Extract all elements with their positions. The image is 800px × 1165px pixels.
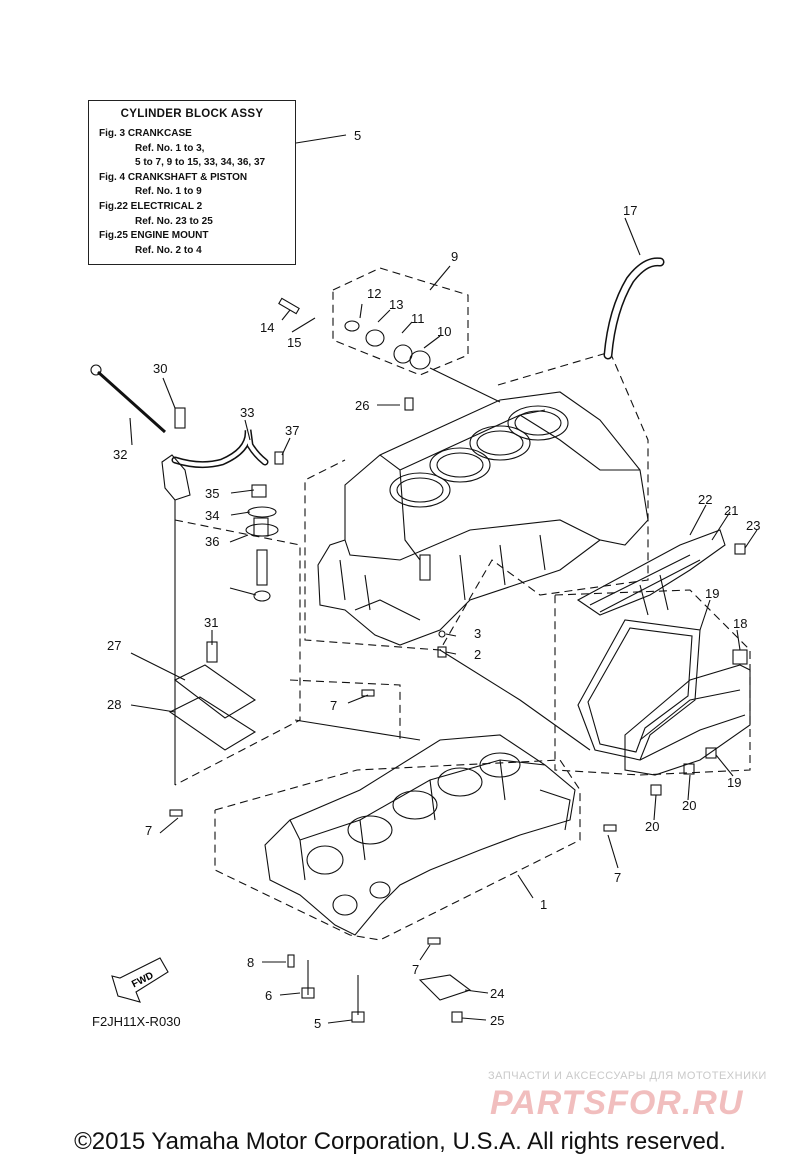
callout-21: 21 <box>724 503 738 518</box>
callout-18: 19 <box>705 586 719 601</box>
callout-4: 5 <box>354 128 361 143</box>
watermark-logo: PARTSFOR.RU <box>490 1084 744 1122</box>
callout-19b: 20 <box>682 798 696 813</box>
watermark-tagline: ЗАПЧАСТИ И АКСЕССУАРЫ ДЛЯ МОТОТЕХНИКИ <box>488 1070 767 1082</box>
copyright-notice: ©2015 Yamaha Motor Corporation, U.S.A. A… <box>74 1128 726 1155</box>
callout-16: 17 <box>623 203 637 218</box>
callout-33: 34 <box>205 508 219 523</box>
legend-line: Ref. No. 2 to 4 <box>135 244 202 256</box>
callout-3: 3 <box>474 626 481 641</box>
callout-13: 13 <box>389 297 403 312</box>
callout-6: 6 <box>265 988 272 1003</box>
diagram-reference-code: F2JH11X-R030 <box>92 1014 181 1029</box>
callout-7d: 7 <box>412 962 419 977</box>
callout-26: 26 <box>355 398 369 413</box>
callout-30: 31 <box>204 615 218 630</box>
callout-27: 27 <box>107 638 121 653</box>
legend-line: Fig. 3 CRANKCASE <box>99 128 192 139</box>
assembly-legend-box: CYLINDER BLOCK ASSY Fig. 3 CRANKCASE Ref… <box>88 100 296 265</box>
callout-29: 30 <box>153 361 167 376</box>
callout-7c: 7 <box>614 870 621 885</box>
callout-9: 9 <box>451 249 458 264</box>
callout-23: 23 <box>746 518 760 533</box>
legend-line: Fig.22 ELECTRICAL 2 <box>99 200 203 212</box>
callout-7a: 7 <box>330 698 337 713</box>
callout-1: 1 <box>540 897 547 912</box>
legend-line: Ref. No. 1 to 9 <box>135 186 202 198</box>
callout-15: 15 <box>287 335 301 350</box>
legend-line: Ref. No. 1 to 3, <box>135 142 205 154</box>
callout-20: 20 <box>645 819 659 834</box>
callout-2: 2 <box>474 647 481 662</box>
callout-14: 14 <box>260 320 274 335</box>
callout-8: 8 <box>247 955 254 970</box>
legend-line: Ref. No. 23 to 25 <box>135 215 213 227</box>
callout-31: 32 <box>113 447 127 462</box>
callout-5: 5 <box>314 1016 321 1031</box>
callout-37: 37 <box>285 423 299 438</box>
callout-34: 36 <box>205 534 219 549</box>
callout-11: 11 <box>411 311 425 326</box>
callout-22: 22 <box>698 492 712 507</box>
callout-24: 24 <box>490 986 504 1001</box>
callout-12: 12 <box>367 286 381 301</box>
legend-line: Fig. 4 CRANKSHAFT & PISTON <box>99 171 248 183</box>
callout-28: 28 <box>107 697 121 712</box>
callout-17: 18 <box>733 616 747 631</box>
callout-32: 33 <box>240 405 254 420</box>
callout-25: 25 <box>490 1013 504 1028</box>
callout-10: 10 <box>437 324 451 339</box>
legend-line: 5 to 7, 9 to 15, 33, 34, 36, 37 <box>135 157 266 169</box>
legend-line: Fig.25 ENGINE MOUNT <box>99 230 209 242</box>
callout-7b: 7 <box>145 823 152 838</box>
callout-35: 35 <box>205 486 219 501</box>
legend-title: CYLINDER BLOCK ASSY <box>120 108 264 120</box>
callout-19a: 19 <box>727 775 741 790</box>
